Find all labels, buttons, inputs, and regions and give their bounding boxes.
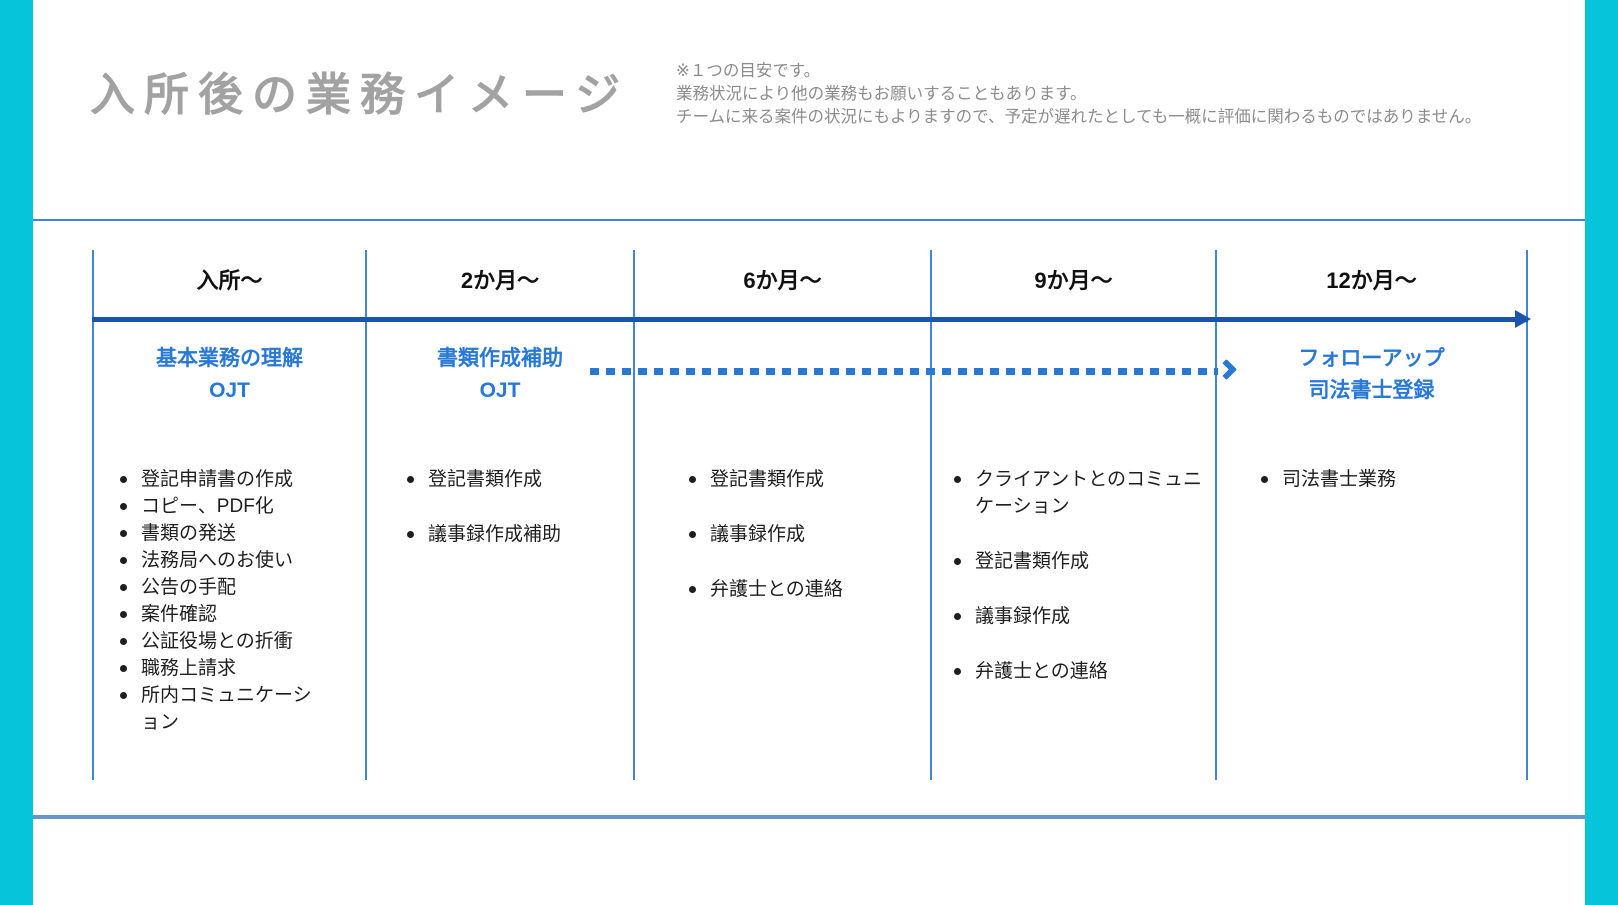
task-item: 弁護士との連絡 <box>954 658 1207 685</box>
task-list: 登記書類作成 議事録作成 弁護士との連絡 <box>635 466 930 631</box>
phase-heading: 書類作成補助 OJT <box>367 343 633 453</box>
bullet-icon <box>120 557 127 564</box>
bullet-icon <box>120 665 127 672</box>
task-text: 案件確認 <box>141 604 218 625</box>
phase-heading: フォローアップ 司法書士登録 <box>1217 343 1526 453</box>
timeline-column-joining: 入所〜 基本業務の理解 OJT 登記申請書の作成 コピー、PDF化 書類の発送 … <box>92 250 365 780</box>
task-text: 書類の発送 <box>141 523 237 544</box>
phase-heading-line: 基本業務の理解 <box>156 347 303 370</box>
task-text: 弁護士との連絡 <box>710 579 843 600</box>
bullet-icon <box>120 476 127 483</box>
task-text: 司法書士業務 <box>1282 469 1397 490</box>
task-item: 法務局へのお使い <box>120 547 357 574</box>
bullet-icon <box>954 558 961 565</box>
task-text: 登記書類作成 <box>975 551 1090 572</box>
task-item: 議事録作成補助 <box>407 521 625 548</box>
phase-heading-line: 司法書士登録 <box>1308 379 1435 402</box>
phase-heading-line: フォローアップ <box>1298 347 1445 370</box>
task-item: 登記書類作成 <box>407 466 625 493</box>
bottom-divider <box>33 815 1585 819</box>
task-item: コピー、PDF化 <box>120 493 357 520</box>
task-item: 案件確認 <box>120 601 357 628</box>
task-item: 所内コミュニケーション <box>120 682 357 736</box>
bullet-icon <box>120 530 127 537</box>
right-accent-band <box>1585 0 1618 905</box>
task-text: 議事録作成 <box>710 524 806 545</box>
task-item: 司法書士業務 <box>1261 466 1518 493</box>
task-item: 議事録作成 <box>689 521 922 548</box>
bullet-icon <box>689 531 696 538</box>
timeline-column-6months: 6か月〜 登記書類作成 議事録作成 弁護士との連絡 <box>633 250 930 780</box>
task-text: コピー、PDF化 <box>141 496 274 517</box>
task-item: 公証役場との折衝 <box>120 628 357 655</box>
ojt-continuation-dotted-arrow <box>590 358 1238 381</box>
task-list: 登記書類作成 議事録作成補助 <box>367 466 633 576</box>
phase-heading <box>932 343 1215 453</box>
task-item: 弁護士との連絡 <box>689 576 922 603</box>
task-item: 登記申請書の作成 <box>120 466 357 493</box>
task-item: 職務上請求 <box>120 655 357 682</box>
note-line: 業務状況により他の業務もお願いすることもあります。 <box>676 85 1087 103</box>
axis-arrowhead-icon <box>1515 310 1531 328</box>
phase-heading-line: OJT <box>209 379 250 402</box>
period-label: 6か月〜 <box>743 267 822 293</box>
task-text: 議事録作成 <box>975 606 1071 627</box>
task-text: 公証役場との折衝 <box>141 631 293 652</box>
note-line: チームに来る案件の状況にもよりますので、予定が遅れたとしても一概に評価に関わるも… <box>676 108 1482 126</box>
top-divider <box>33 219 1585 221</box>
timeline-column-12months: 12か月〜 フォローアップ 司法書士登録 司法書士業務 <box>1215 250 1528 780</box>
task-text: 弁護士との連絡 <box>975 661 1108 682</box>
task-item: クライアントとのコミュニケーション <box>954 466 1207 520</box>
task-item: 登記書類作成 <box>689 466 922 493</box>
period-label: 入所〜 <box>196 267 263 293</box>
disclaimer-notes: ※１つの目安です。 業務状況により他の業務もお願いすることもあります。 チームに… <box>676 60 1481 129</box>
bullet-icon <box>120 611 127 618</box>
task-item: 書類の発送 <box>120 520 357 547</box>
left-accent-band <box>0 0 33 905</box>
page-title: 入所後の業務イメージ <box>90 69 630 120</box>
bullet-icon <box>120 503 127 510</box>
task-text: 登記書類作成 <box>428 469 543 490</box>
timeline: 入所〜 基本業務の理解 OJT 登記申請書の作成 コピー、PDF化 書類の発送 … <box>92 250 1531 780</box>
bullet-icon <box>407 476 414 483</box>
task-text: 議事録作成補助 <box>428 524 562 545</box>
bullet-icon <box>407 531 414 538</box>
period-label: 2か月〜 <box>460 267 540 293</box>
phase-heading-line: 書類作成補助 <box>437 347 563 370</box>
timeline-axis <box>92 310 1531 328</box>
task-text: 法務局へのお使い <box>141 550 294 571</box>
bullet-icon <box>689 476 696 483</box>
task-text: 所内コミュニケーション <box>141 685 312 733</box>
task-text: 公告の手配 <box>141 577 237 598</box>
phase-heading: 基本業務の理解 OJT <box>94 343 365 453</box>
phase-heading <box>635 343 930 453</box>
bullet-icon <box>1261 476 1268 483</box>
task-list: 登記申請書の作成 コピー、PDF化 書類の発送 法務局へのお使い 公告の手配 案… <box>94 466 365 736</box>
task-item: 議事録作成 <box>954 603 1207 630</box>
bullet-icon <box>689 586 696 593</box>
bullet-icon <box>954 668 961 675</box>
task-item: 公告の手配 <box>120 574 357 601</box>
task-text: クライアントとのコミュニケーション <box>975 469 1203 517</box>
task-text: 職務上請求 <box>141 658 237 679</box>
bullet-icon <box>954 613 961 620</box>
task-list: 司法書士業務 <box>1217 466 1526 521</box>
task-list: クライアントとのコミュニケーション 登記書類作成 議事録作成 弁護士との連絡 <box>932 466 1215 713</box>
bullet-icon <box>120 638 127 645</box>
bullet-icon <box>120 692 127 699</box>
note-line: ※１つの目安です。 <box>676 62 821 80</box>
task-text: 登記申請書の作成 <box>141 469 294 490</box>
timeline-column-9months: 9か月〜 クライアントとのコミュニケーション 登記書類作成 議事録作成 弁護士と… <box>930 250 1215 780</box>
bullet-icon <box>954 476 961 483</box>
task-text: 登記書類作成 <box>710 469 825 490</box>
bullet-icon <box>120 584 127 591</box>
timeline-column-2months: 2か月〜 書類作成補助 OJT 登記書類作成 議事録作成補助 <box>365 250 633 780</box>
period-label: 12か月〜 <box>1326 267 1417 293</box>
task-item: 登記書類作成 <box>954 548 1207 575</box>
period-label: 9か月〜 <box>1034 267 1113 293</box>
phase-heading-line: OJT <box>479 379 521 402</box>
